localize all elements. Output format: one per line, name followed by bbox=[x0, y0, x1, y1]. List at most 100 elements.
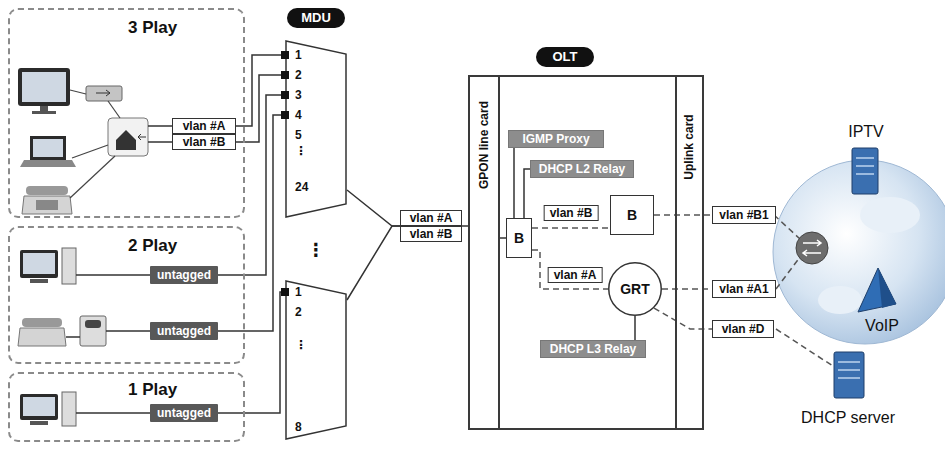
uplink-wire bbox=[776, 257, 800, 289]
card-label: GPON line card bbox=[477, 101, 491, 189]
voice-adapter bbox=[80, 316, 106, 346]
port-number: 3 bbox=[295, 88, 302, 102]
function-box: DHCP L2 Relay bbox=[530, 160, 634, 178]
server-slots bbox=[838, 362, 860, 378]
group-heading: 2 Play bbox=[128, 236, 177, 256]
server-slots bbox=[856, 158, 874, 174]
phone-keypad bbox=[36, 200, 58, 210]
pc-stand bbox=[30, 279, 48, 283]
router-ring bbox=[609, 263, 662, 316]
phone-handset bbox=[26, 186, 68, 195]
bridge-box: B bbox=[506, 218, 532, 258]
tv-frame bbox=[18, 68, 70, 106]
connector bbox=[634, 316, 636, 340]
tv-stand bbox=[40, 106, 48, 111]
vlan-tag: vlan #B bbox=[400, 226, 462, 242]
vlan-tag: vlan #B1 bbox=[712, 206, 776, 224]
home-gateway bbox=[108, 118, 148, 156]
bridge-box: B bbox=[610, 195, 654, 235]
connector bbox=[532, 250, 608, 289]
port-square bbox=[281, 51, 289, 59]
port-number: 5 bbox=[295, 128, 302, 142]
dhcp-wire bbox=[776, 329, 836, 368]
olt-chassis: OLTGPON line cardUplink cardIGMP ProxyDH… bbox=[468, 75, 704, 430]
mdu-switch: 1 2 ⋮ 8 bbox=[285, 280, 347, 440]
tv-base bbox=[32, 111, 56, 114]
pc-screen bbox=[23, 253, 55, 274]
mdu-outline bbox=[285, 280, 347, 440]
untagged-tag: untagged bbox=[150, 404, 218, 422]
gateway-house bbox=[116, 130, 136, 150]
home-wire bbox=[70, 90, 86, 94]
vlan-tag: vlan #A bbox=[172, 118, 236, 134]
port-square bbox=[281, 91, 289, 99]
connector bbox=[513, 148, 515, 218]
laptop-base bbox=[20, 160, 76, 167]
port-number: 1 bbox=[295, 285, 302, 299]
connector bbox=[662, 288, 712, 290]
node-label: DHCP L3 Relay bbox=[550, 342, 636, 356]
pc-tower bbox=[62, 248, 76, 284]
node-label: vlan #A bbox=[410, 211, 453, 225]
mdu-outline bbox=[285, 40, 347, 218]
connector bbox=[532, 227, 610, 229]
laptop-screen bbox=[33, 139, 63, 157]
port-number: 2 bbox=[295, 305, 302, 319]
pc-tower bbox=[62, 392, 76, 426]
pc-wire bbox=[76, 274, 150, 276]
node-label: B bbox=[514, 230, 524, 246]
group-heading: 1 Play bbox=[128, 380, 177, 400]
home-wire bbox=[70, 156, 115, 198]
router-circle: GRT bbox=[608, 262, 662, 316]
port-number: ⋮ bbox=[295, 144, 307, 158]
mdu-switch: MDU12345⋮24 bbox=[285, 40, 347, 218]
heading-pill: MDU bbox=[287, 8, 345, 28]
port-square bbox=[281, 288, 289, 296]
phone-wire bbox=[106, 330, 150, 332]
set-top-box bbox=[86, 86, 122, 101]
port-number: 1 bbox=[295, 48, 302, 62]
gateway-wire bbox=[148, 141, 172, 143]
home-wire bbox=[72, 145, 108, 158]
pc-stand bbox=[30, 421, 48, 425]
iptv-server bbox=[852, 148, 878, 194]
vlan-tag: vlan #A bbox=[400, 210, 462, 226]
tv-screen bbox=[22, 72, 66, 102]
router-arrows bbox=[803, 240, 821, 256]
pc-monitor bbox=[20, 394, 58, 420]
voip-pyramid bbox=[858, 268, 896, 312]
vlan-tag: vlan #B bbox=[544, 205, 599, 221]
globe-land bbox=[818, 286, 862, 314]
adapter-handset bbox=[85, 320, 101, 328]
node-label: vlan #D bbox=[722, 322, 765, 336]
function-box: DHCP L3 Relay bbox=[540, 340, 646, 358]
port-number: 8 bbox=[295, 420, 302, 434]
node-label: GRT bbox=[620, 281, 650, 297]
node-label: vlan #B1 bbox=[719, 208, 768, 222]
laptop-frame bbox=[30, 136, 66, 160]
service-group: 3 Play vlan #Avlan #B bbox=[8, 8, 245, 218]
vlan-tag: vlan #A1 bbox=[712, 280, 776, 298]
connector bbox=[218, 292, 285, 413]
node-label: vlan #B bbox=[183, 135, 226, 149]
port-square bbox=[281, 71, 289, 79]
server-label: DHCP server bbox=[801, 409, 895, 427]
node-label: untagged bbox=[157, 268, 211, 282]
pc-screen bbox=[23, 397, 55, 416]
group-heading: 3 Play bbox=[128, 18, 177, 38]
port-number: 24 bbox=[295, 180, 308, 194]
dhcp-server bbox=[834, 352, 864, 398]
service-group: 2 Playuntaggeduntagged bbox=[8, 226, 245, 364]
service-group: 1 Play untagged bbox=[8, 372, 245, 442]
heading-pill: OLT bbox=[536, 47, 594, 67]
port-square bbox=[281, 111, 289, 119]
line-card: GPON line card bbox=[470, 77, 500, 428]
gateway-wire bbox=[148, 125, 172, 127]
vlan-tag: vlan #D bbox=[712, 320, 774, 338]
port-number: ⋮ bbox=[295, 338, 307, 352]
pc-monitor bbox=[20, 250, 58, 278]
phone-base bbox=[18, 328, 66, 346]
vlan-tag: vlan #B bbox=[172, 134, 236, 150]
